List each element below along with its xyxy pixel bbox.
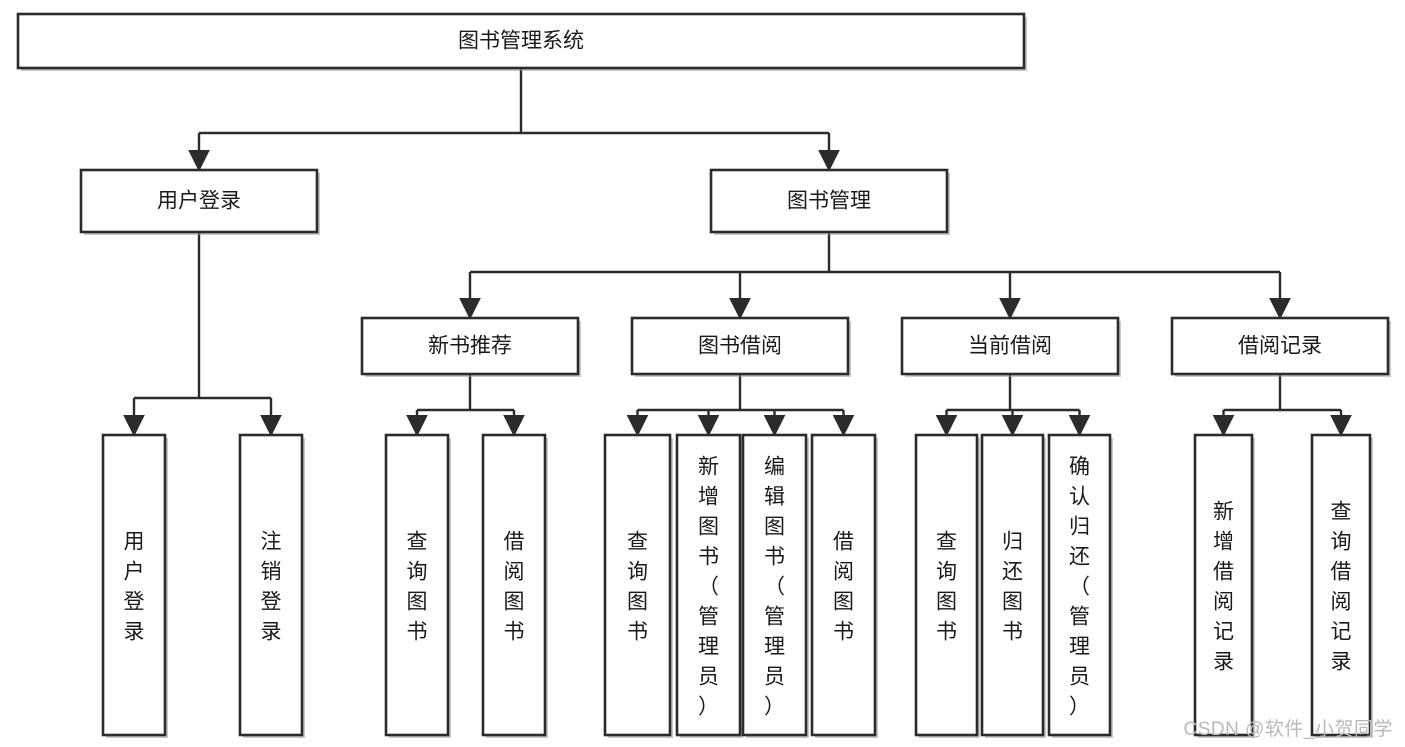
node-leaf-5-label: 新增图书（管理员） — [698, 455, 719, 718]
node-leaf-7[interactable]: 借阅图书 — [810, 433, 878, 738]
node-leaf-4-rect[interactable] — [603, 433, 672, 737]
node-leaf-3-rect[interactable] — [481, 433, 547, 737]
node-level2-0-rect[interactable] — [79, 168, 319, 234]
node-leaf-11-rect[interactable] — [1193, 433, 1254, 737]
node-leaf-9-rect[interactable] — [980, 433, 1045, 737]
node-level3-3-rect[interactable] — [1170, 316, 1390, 376]
node-leaf-2-rect[interactable] — [384, 433, 450, 737]
node-leaf-11[interactable]: 新增借阅记录 — [1193, 433, 1255, 738]
node-leaf-4-label: 查询图书 — [627, 530, 648, 643]
node-level3-2-rect[interactable] — [900, 316, 1120, 376]
node-level3-3-label: 借阅记录 — [1238, 335, 1322, 358]
node-level2-0-label: 用户登录 — [157, 190, 241, 213]
node-leaf-2-label: 查询图书 — [407, 530, 428, 643]
node-leaf-8-rect[interactable] — [914, 433, 979, 737]
node-level3-1-label: 图书借阅 — [698, 335, 782, 358]
node-leaf-6-rect[interactable] — [741, 433, 808, 737]
node-level3-1-rect[interactable] — [630, 316, 850, 376]
node-leaf-5-rect[interactable] — [675, 433, 742, 737]
node-leaf-12-rect[interactable] — [1310, 433, 1372, 737]
node-leaf-0-rect[interactable] — [101, 433, 167, 737]
node-leaf-10-rect[interactable] — [1047, 433, 1112, 737]
node-level2-0[interactable]: 用户登录 — [79, 168, 320, 235]
node-leaf-12[interactable]: 查询借阅记录 — [1310, 433, 1373, 738]
node-leaf-11-label: 新增借阅记录 — [1213, 500, 1234, 673]
node-level2-1-label: 图书管理 — [787, 190, 871, 213]
node-level3-3[interactable]: 借阅记录 — [1170, 316, 1391, 377]
node-leaf-1-rect[interactable] — [238, 433, 304, 737]
node-leaf-1[interactable]: 注销登录 — [238, 433, 305, 738]
node-leaf-5[interactable]: 新增图书（管理员） — [675, 433, 743, 738]
node-leaf-8-label: 查询图书 — [936, 530, 957, 643]
node-leaf-2[interactable]: 查询图书 — [384, 433, 451, 738]
node-level3-1[interactable]: 图书借阅 — [630, 316, 851, 377]
node-leaf-12-label: 查询借阅记录 — [1331, 500, 1352, 673]
node-layer: 图书管理系统用户登录图书管理新书推荐图书借阅当前借阅借阅记录用户登录注销登录查询… — [16, 12, 1391, 738]
node-level3-0[interactable]: 新书推荐 — [360, 316, 581, 377]
node-level2-1-rect[interactable] — [709, 168, 949, 234]
node-leaf-9[interactable]: 归还图书 — [980, 433, 1046, 738]
node-leaf-7-label: 借阅图书 — [833, 530, 854, 643]
node-leaf-0-label: 用户登录 — [124, 530, 145, 643]
node-root-system-rect[interactable] — [16, 12, 1026, 70]
node-leaf-6[interactable]: 编辑图书（管理员） — [741, 433, 809, 738]
node-level3-0-label: 新书推荐 — [428, 335, 512, 358]
node-leaf-6-label: 编辑图书（管理员） — [764, 455, 785, 718]
node-root-system[interactable]: 图书管理系统 — [16, 12, 1027, 71]
connector-layer — [123, 68, 1352, 437]
node-level3-2[interactable]: 当前借阅 — [900, 316, 1121, 377]
node-leaf-9-label: 归还图书 — [1002, 530, 1023, 643]
watermark-text: CSDN @软件_小贺同学 — [1183, 719, 1393, 740]
node-root-system-label: 图书管理系统 — [458, 30, 584, 53]
node-leaf-4[interactable]: 查询图书 — [603, 433, 673, 738]
node-leaf-0[interactable]: 用户登录 — [101, 433, 168, 738]
node-leaf-1-label: 注销登录 — [261, 530, 282, 643]
node-level2-1[interactable]: 图书管理 — [709, 168, 950, 235]
node-leaf-8[interactable]: 查询图书 — [914, 433, 980, 738]
node-leaf-10[interactable]: 确认归还（管理员） — [1047, 433, 1113, 738]
node-leaf-3-label: 借阅图书 — [504, 530, 525, 643]
node-level3-0-rect[interactable] — [360, 316, 580, 376]
node-level3-2-label: 当前借阅 — [968, 335, 1052, 358]
node-leaf-7-rect[interactable] — [810, 433, 877, 737]
node-leaf-3[interactable]: 借阅图书 — [481, 433, 548, 738]
node-leaf-10-label: 确认归还（管理员） — [1069, 455, 1090, 718]
